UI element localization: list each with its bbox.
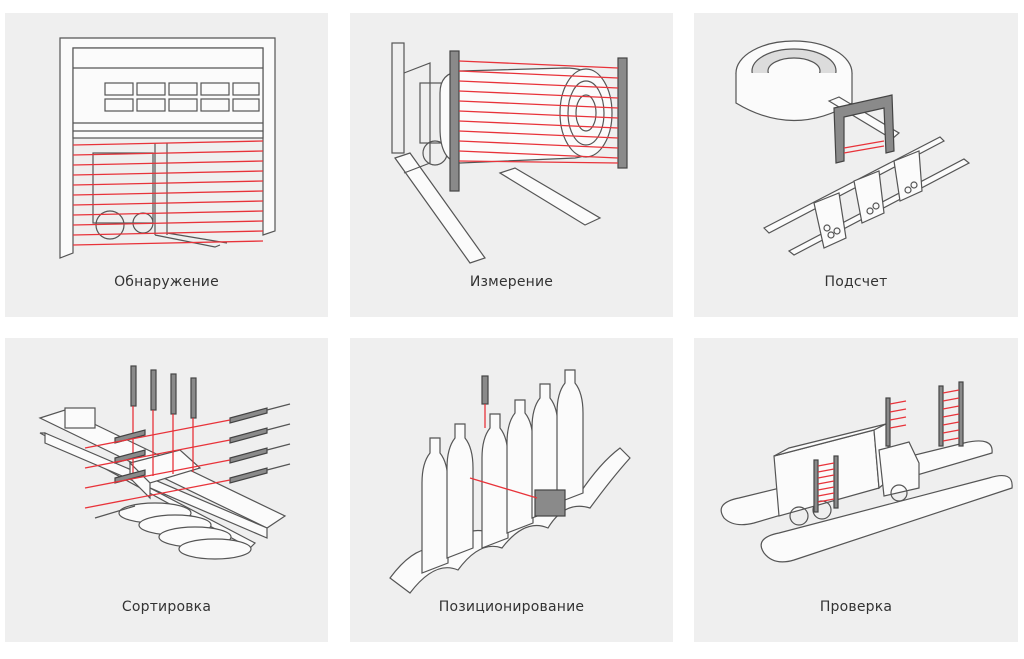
card-counting[interactable]: Подсчет — [694, 13, 1018, 317]
bottle-positioning-icon — [350, 338, 673, 642]
card-inspection[interactable]: Проверка — [694, 338, 1018, 642]
card-measurement[interactable]: Измерение — [350, 13, 673, 317]
card-positioning[interactable]: Позиционирование — [350, 338, 673, 642]
card-detection-label: Обнаружение — [5, 274, 328, 290]
parts-counting-icon — [694, 13, 1018, 317]
card-detection[interactable]: Обнаружение — [5, 13, 328, 317]
card-sorting[interactable]: Сортировка — [5, 338, 328, 642]
log-measurement-icon — [350, 13, 673, 317]
truck-inspection-icon — [694, 338, 1018, 642]
card-measurement-label: Измерение — [350, 274, 673, 290]
card-counting-label: Подсчет — [694, 274, 1018, 290]
garage-door-forklift-icon — [5, 13, 328, 317]
card-positioning-label: Позиционирование — [350, 599, 673, 615]
card-inspection-label: Проверка — [694, 599, 1018, 615]
card-sorting-label: Сортировка — [5, 599, 328, 615]
conveyor-sorting-icon — [5, 338, 328, 642]
